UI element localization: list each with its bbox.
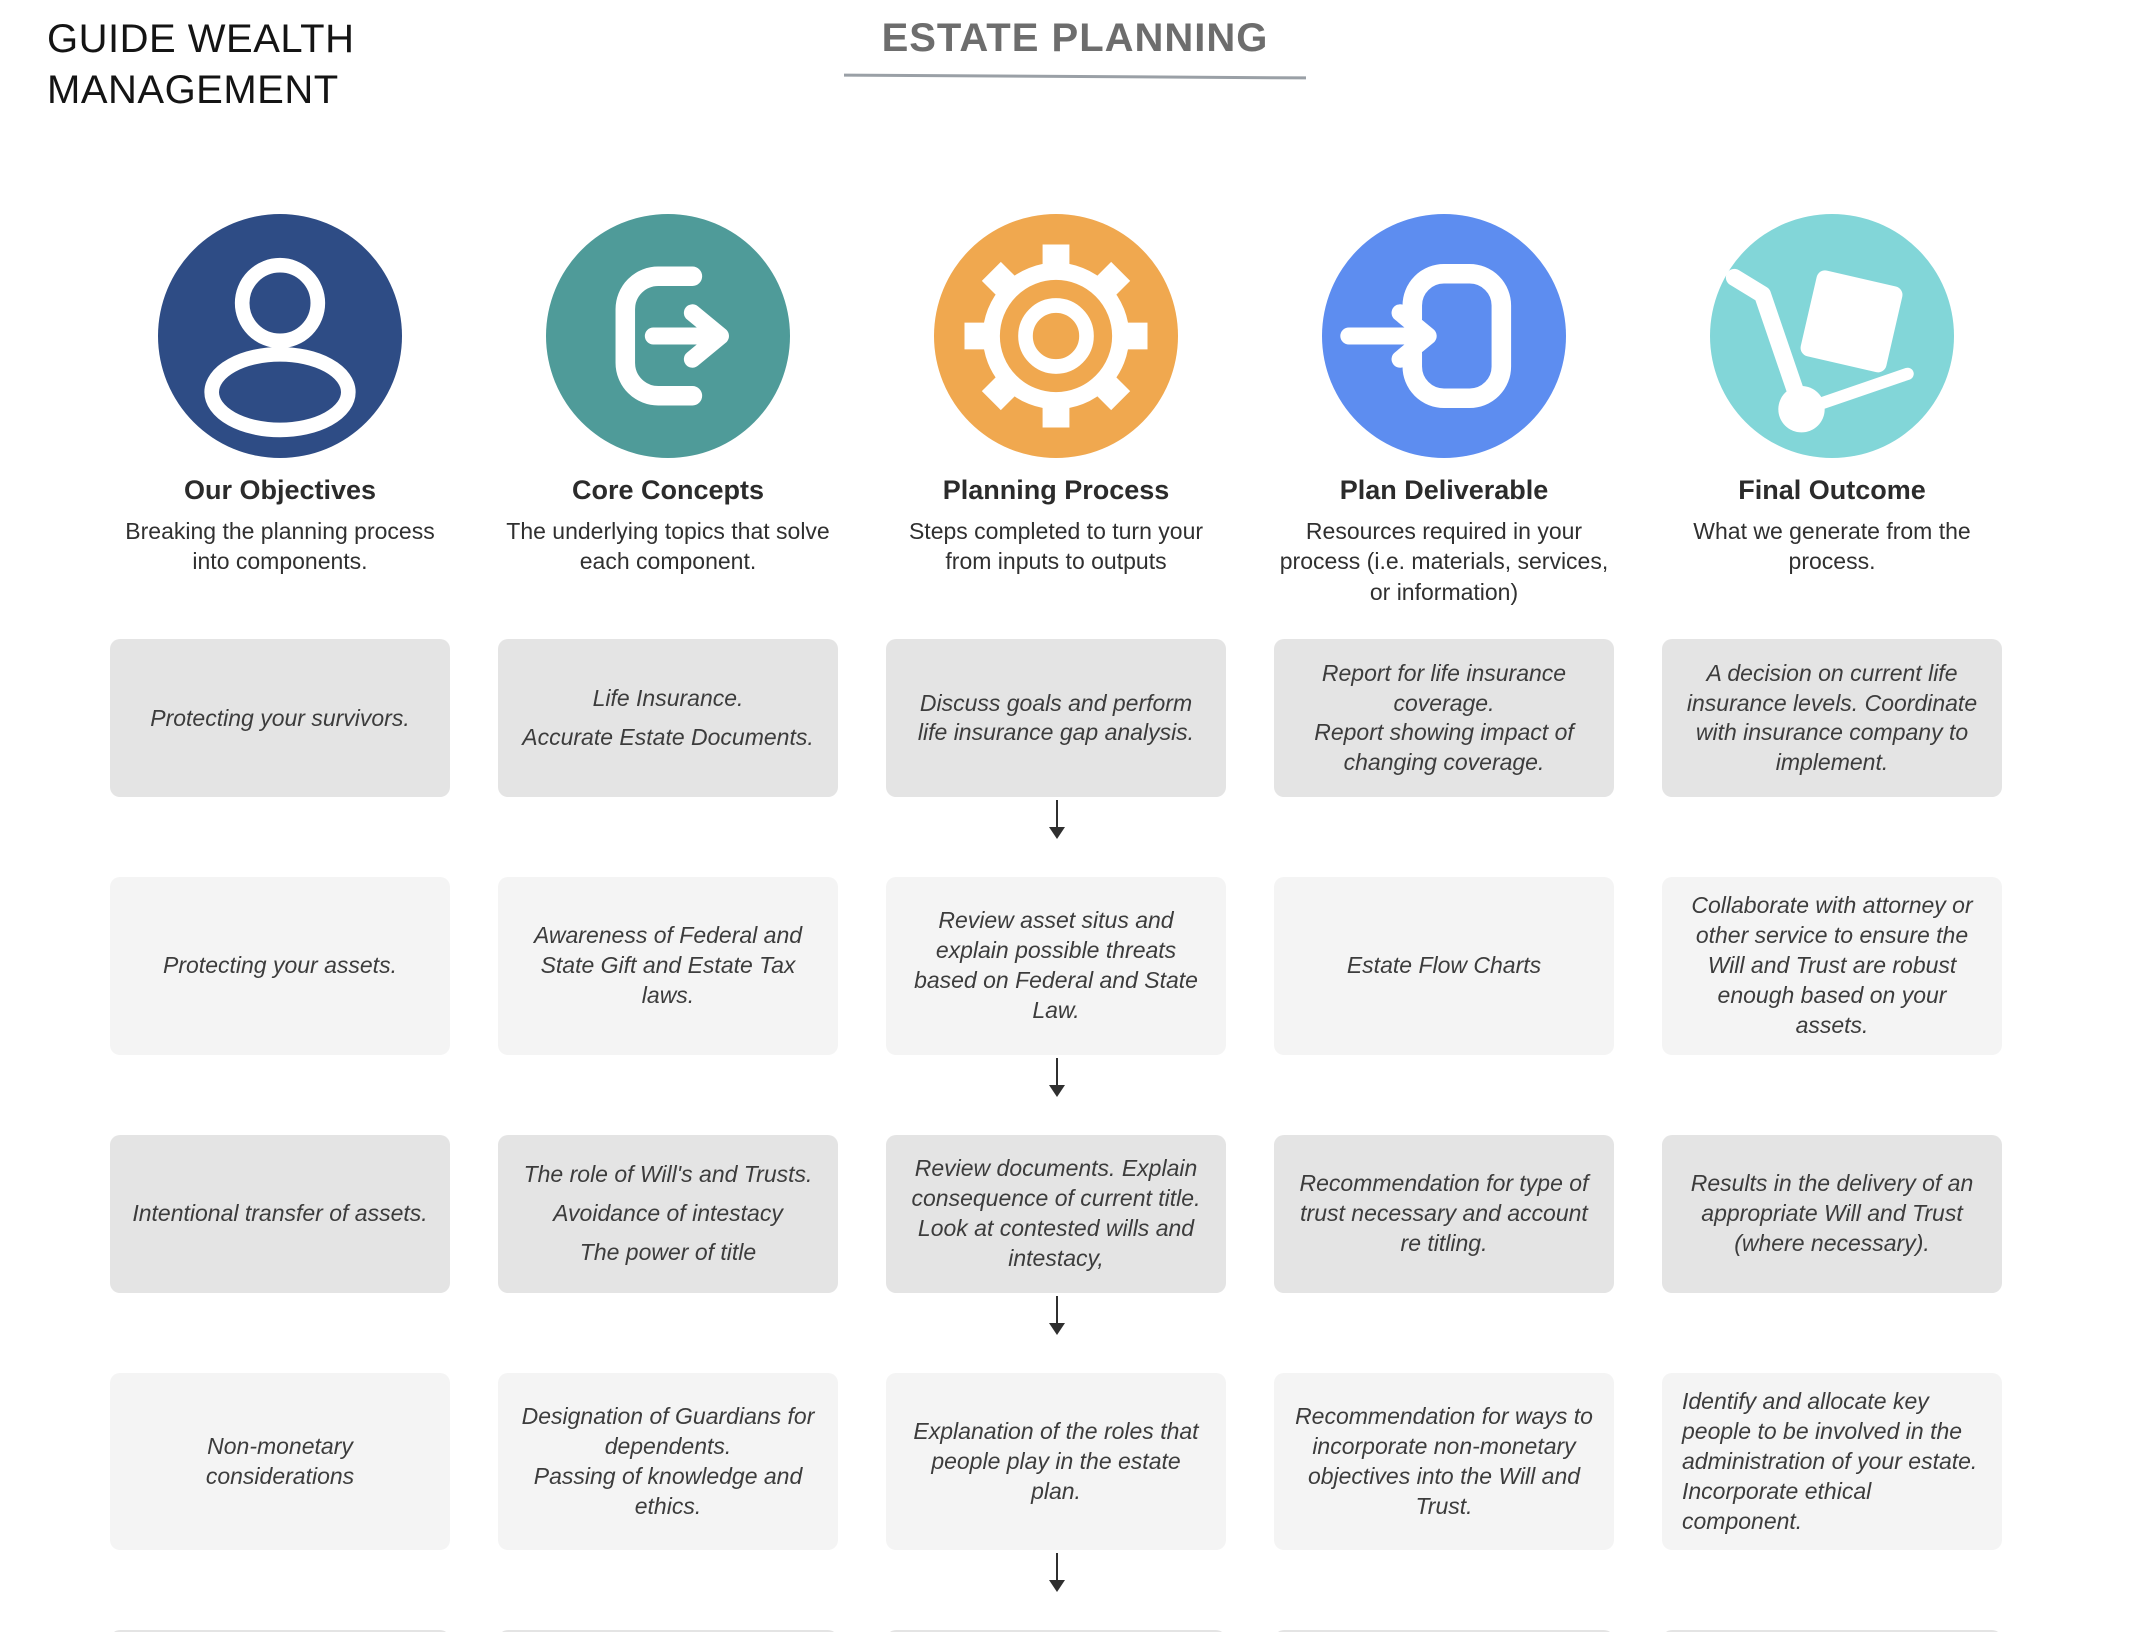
brand-logo-line2: MANAGEMENT [47,68,339,113]
cell-planning-process-5: Explain the role of supporting documents… [886,1630,1226,1632]
down-arrow-icon [1049,800,1065,840]
cell-planning-process-1: Discuss goals and perform life insurance… [886,639,1226,840]
cell-our-objectives-5: Protection in the event of incapacity. [110,1630,450,1632]
column-heading-our-objectives: Our Objectives [183,475,377,505]
column-description-core-concepts: The underlying topics that solve each co… [506,517,830,575]
exit-door-arrow-icon [498,214,838,458]
column-heading-final-outcome: Final Outcome [1738,475,1926,505]
page-title-block: ESTATE PLANNING [820,16,1330,79]
down-arrow-icon [1049,1553,1065,1593]
brand-logo: GUIDE WEALTH MANAGEMENT [47,14,355,116]
cell-planning-process-3: Review documents. Explain consequence of… [886,1134,1226,1335]
cell-plan-deliverable-2: Estate Flow Charts [1274,877,1614,1055]
cell-planning-process-4: Explanation of the roles that people pla… [886,1372,1226,1593]
cell-final-outcome-2: Collaborate with attorney or other servi… [1662,877,2002,1055]
brand-logo-line1: GUIDE WEALTH [47,17,355,61]
down-arrow-icon [1049,1057,1065,1097]
cell-plan-deliverable-4: Recommendation for ways to incorporate n… [1274,1372,1614,1551]
cell-our-objectives-3: Intentional transfer of assets. [110,1134,450,1293]
column-heading-plan-deliverable: Plan Deliverable [1339,475,1549,505]
cell-plan-deliverable-3: Recommendation for type of trust necessa… [1274,1134,1614,1293]
cell-core-concepts-1: Life Insurance. Accurate Estate Document… [498,639,838,798]
cell-our-objectives-2: Protecting your assets. [110,877,450,1055]
page-title: ESTATE PLANNING [881,16,1269,60]
person-icon [110,214,450,458]
column-heading-core-concepts: Core Concepts [571,475,765,505]
enter-door-arrow-icon [1274,214,1614,458]
down-arrow-icon [1049,1295,1065,1335]
gear-icon [886,214,1226,458]
cell-planning-process-2: Review asset situs and explain possible … [886,877,1226,1097]
column-description-final-outcome: What we generate from the process. [1693,517,1971,575]
cell-our-objectives-4: Non-monetary considerations [110,1372,450,1551]
hand-truck-icon [1662,214,2002,458]
cell-core-concepts-3: The role of Will's and Trusts. Avoidance… [498,1134,838,1293]
cell-plan-deliverable-5: List the critical supporting documents a… [1274,1630,1614,1632]
cell-final-outcome-4: Identify and allocate key people to be i… [1662,1372,2002,1551]
cell-final-outcome-5: Empower individuals to help you in the e… [1662,1630,2002,1632]
cell-core-concepts-5: Strategy and plans for scenarios that ar… [498,1630,838,1632]
column-description-planning-process: Steps completed to turn your from inputs… [908,517,1204,575]
cell-core-concepts-2: Awareness of Federal and State Gift and … [498,877,838,1055]
matrix-grid: Our Objectives Core Concepts Planning Pr… [110,214,2002,1632]
cell-final-outcome-1: A decision on current life insurance lev… [1662,639,2002,798]
column-heading-planning-process: Planning Process [942,475,1170,505]
cell-final-outcome-3: Results in the delivery of an appropriat… [1662,1134,2002,1293]
column-description-plan-deliverable: Resources required in your process (i.e.… [1279,517,1609,605]
title-underline [843,73,1307,79]
column-description-our-objectives: Breaking the planning process into compo… [125,517,435,575]
cell-core-concepts-4: Designation of Guardians for dependents.… [498,1372,838,1551]
cell-our-objectives-1: Protecting your survivors. [110,639,450,798]
cell-plan-deliverable-1: Report for life insurance coverage. Repo… [1274,639,1614,798]
